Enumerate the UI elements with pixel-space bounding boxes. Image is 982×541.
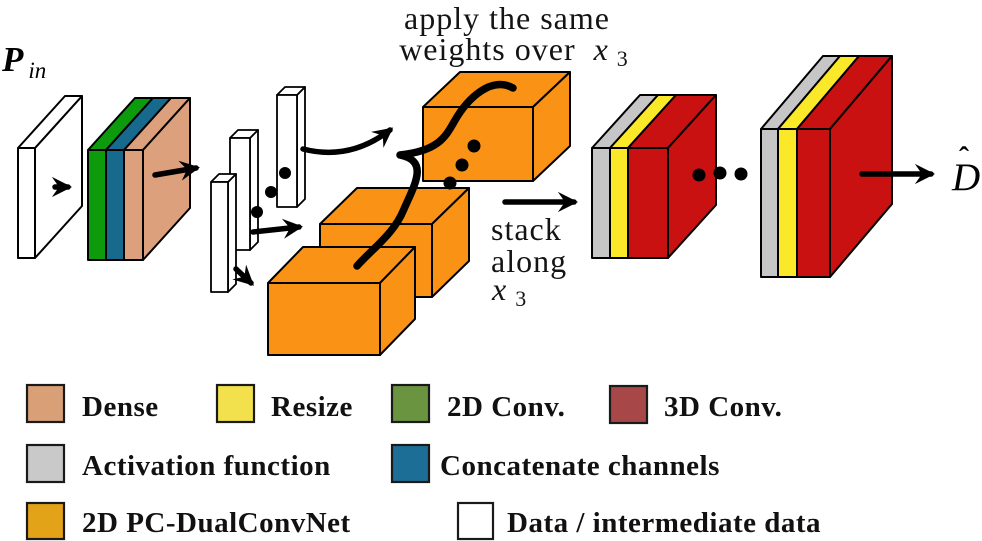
legend-swatch-data bbox=[456, 501, 495, 541]
outstack2-conv3d-front bbox=[796, 128, 831, 278]
legend-swatch-activation bbox=[25, 443, 66, 484]
conv2d-front-face bbox=[87, 149, 107, 261]
legend-item-conv3d: 3D Conv. bbox=[608, 384, 782, 425]
box-dot-3 bbox=[443, 176, 457, 190]
stack-along-x-subscript: 3 bbox=[515, 286, 527, 311]
dualconvnet-boxes bbox=[267, 71, 571, 356]
outstack2-resize-front bbox=[777, 128, 798, 278]
legend-item-resize: Resize bbox=[215, 383, 353, 424]
stack-along-line1: stack bbox=[491, 211, 562, 247]
legend-item-activation: Activation function bbox=[25, 443, 331, 484]
arrow-slices-to-top-box bbox=[300, 127, 394, 156]
legend-item-data: Data / intermediate data bbox=[456, 501, 821, 541]
slice-dot-1 bbox=[251, 206, 263, 218]
slice-1-side-face bbox=[227, 173, 237, 293]
legend-swatch-resize bbox=[215, 383, 256, 424]
outstack1-resize-front bbox=[609, 147, 629, 259]
outstack1-conv3d-front bbox=[627, 147, 669, 259]
legend-swatch-conv3d bbox=[608, 384, 649, 425]
box-bottom-front-face bbox=[267, 282, 381, 356]
input-data-slab bbox=[17, 95, 83, 259]
input-slab-front-face bbox=[17, 147, 36, 259]
stack-along-line2: along bbox=[491, 243, 567, 279]
legend-item-conv2d: 2D Conv. bbox=[390, 383, 565, 424]
apply-weights-line2: weights over x 3 bbox=[399, 31, 629, 71]
slice-dot-2 bbox=[265, 186, 277, 198]
output-ellipsis-dots bbox=[692, 166, 748, 182]
shared-weights-brace bbox=[353, 80, 517, 270]
stack-along-line3: x 3 bbox=[491, 271, 527, 311]
legend-swatch-conv2d bbox=[390, 383, 431, 424]
legend: Dense Resize 2D Conv. 3D Conv. Activatio… bbox=[25, 383, 821, 541]
output-label: ˆ D bbox=[951, 141, 980, 199]
output-stack-large bbox=[760, 55, 893, 278]
arrow-slices-to-middle-box bbox=[250, 218, 304, 239]
output-stack-small bbox=[591, 94, 717, 259]
apply-weights-line1: apply the same bbox=[404, 0, 610, 36]
slice-3 bbox=[276, 86, 306, 208]
arrow-convstack-to-slices bbox=[152, 160, 200, 181]
conv-concat-dense-stack bbox=[87, 97, 191, 261]
apply-weights-x-subscript: 3 bbox=[617, 46, 629, 71]
slice-3-front-face bbox=[276, 94, 298, 208]
legend-label-dense: Dense bbox=[82, 391, 159, 423]
arrow-slices-to-bottom-box bbox=[232, 264, 254, 286]
legend-label-conv2d: 2D Conv. bbox=[447, 391, 565, 423]
slice-ellipsis-dots bbox=[251, 167, 291, 218]
legend-label-resize: Resize bbox=[271, 391, 353, 423]
box-dot-2 bbox=[455, 158, 469, 172]
legend-label-data: Data / intermediate data bbox=[507, 507, 821, 539]
input-symbol: P bbox=[1, 40, 24, 79]
output-dot-1 bbox=[692, 168, 706, 182]
legend-label-conv3d: 3D Conv. bbox=[664, 391, 782, 423]
concat-front-face bbox=[105, 149, 125, 261]
legend-swatch-concat bbox=[390, 443, 431, 484]
legend-label-activation: Activation function bbox=[82, 450, 331, 482]
legend-label-dualconvnet: 2D PC-DualConvNet bbox=[82, 507, 351, 539]
stack-along-x-symbol: x bbox=[491, 271, 506, 307]
output-hat: ˆ bbox=[959, 141, 969, 174]
dense-front-face bbox=[123, 149, 144, 261]
slice-dot-3 bbox=[279, 167, 291, 179]
input-label: P in bbox=[1, 40, 46, 83]
legend-swatch-dense bbox=[25, 383, 66, 424]
legend-item-concat: Concatenate channels bbox=[390, 443, 720, 484]
slice-1-front-face bbox=[210, 181, 229, 293]
input-subscript: in bbox=[28, 58, 46, 83]
output-dot-3 bbox=[734, 167, 748, 181]
outstack1-activation-front bbox=[591, 147, 611, 259]
legend-label-concat: Concatenate channels bbox=[440, 450, 720, 482]
dualconvnet-box-bottom bbox=[267, 246, 416, 356]
output-dot-2 bbox=[713, 166, 727, 180]
intermediate-slices bbox=[210, 86, 306, 293]
slice-1 bbox=[210, 173, 237, 293]
apply-weights-line2-text: weights over bbox=[399, 31, 575, 67]
legend-item-dense: Dense bbox=[25, 383, 159, 424]
box-ellipsis-dots bbox=[443, 139, 481, 190]
legend-item-dualconvnet: 2D PC-DualConvNet bbox=[25, 501, 351, 541]
annotation-stack-along: stack along x 3 bbox=[491, 191, 579, 311]
legend-swatch-dualconvnet bbox=[25, 501, 66, 541]
outstack2-activation-front bbox=[760, 128, 779, 278]
annotation-apply-weights: apply the same weights over x 3 bbox=[399, 0, 629, 71]
apply-weights-x-symbol: x bbox=[593, 31, 608, 67]
output-symbol: D bbox=[951, 156, 980, 199]
box-dot-1 bbox=[467, 139, 481, 153]
